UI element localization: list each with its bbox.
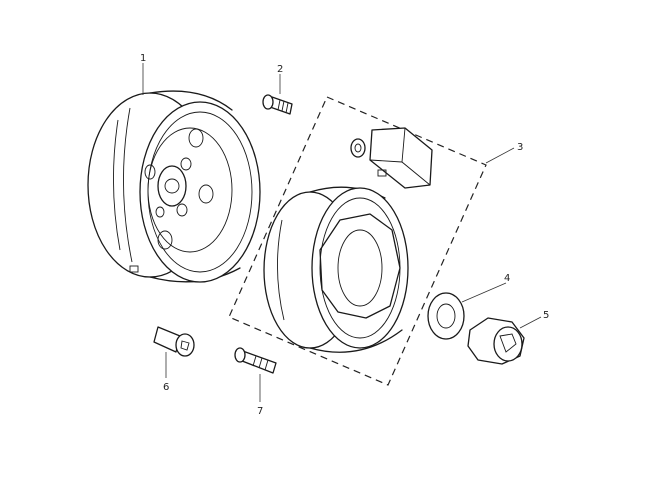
- part-3-magneto-wheel: [263, 186, 409, 353]
- callout-7: 7: [257, 406, 263, 417]
- part-4-washer: [427, 292, 465, 340]
- part-2-bolt: [262, 94, 293, 115]
- part-7-bolt: [234, 347, 277, 374]
- callout-4: 4: [504, 273, 510, 284]
- callout-6: 6: [163, 382, 169, 393]
- part-3-pickup-sensor: [350, 127, 433, 189]
- part-5-nut: [467, 317, 525, 365]
- callout-5: 5: [543, 310, 549, 321]
- part-6-bolt: [153, 326, 195, 357]
- part-3-assembly-outline: [228, 96, 487, 386]
- callout-1: 1: [140, 53, 146, 64]
- callout-2: 2: [277, 64, 283, 75]
- leader-lines: [142, 63, 542, 402]
- part-1-flywheel-rotor: [87, 90, 261, 283]
- callout-3: 3: [517, 142, 523, 153]
